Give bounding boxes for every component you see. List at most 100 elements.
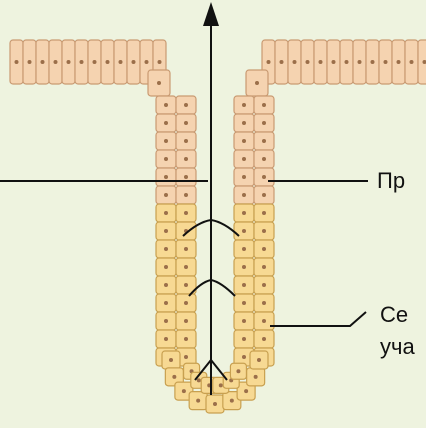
cell-nucleus (219, 383, 223, 387)
cell-nucleus (242, 337, 246, 341)
cell-nucleus (184, 139, 188, 143)
cell-nucleus (262, 283, 266, 287)
cell-nucleus (184, 319, 188, 323)
lower-zone-label-line1: Се (380, 302, 408, 328)
cell-nucleus (184, 283, 188, 287)
cell-nucleus (242, 103, 246, 107)
cell-nucleus (242, 355, 246, 359)
gland-wall-right (234, 96, 274, 366)
cell-nucleus (213, 402, 217, 406)
cell-nucleus (242, 121, 246, 125)
cell-nucleus (164, 337, 168, 341)
cell-nucleus (242, 265, 246, 269)
cell-nucleus (93, 60, 97, 64)
cell-nucleus (262, 229, 266, 233)
cell-nucleus (319, 60, 323, 64)
cell-nucleus (67, 60, 71, 64)
cell-nucleus (157, 81, 161, 85)
cell-nucleus (184, 247, 188, 251)
cell-nucleus (242, 193, 246, 197)
lower-label-leader (270, 312, 366, 326)
cell-nucleus (242, 157, 246, 161)
cell-nucleus (262, 103, 266, 107)
cell-nucleus (184, 121, 188, 125)
cell-nucleus (345, 60, 349, 64)
cell-nucleus (184, 337, 188, 341)
cell-nucleus (164, 265, 168, 269)
gland-bottom-cells (162, 351, 268, 413)
lower-zone-label-line2: уча (380, 334, 415, 360)
cell-nucleus (164, 229, 168, 233)
cell-nucleus (262, 157, 266, 161)
cell-nucleus (164, 175, 168, 179)
surface-epithelium-left (10, 40, 170, 96)
cell-nucleus (184, 355, 188, 359)
cell-nucleus (242, 247, 246, 251)
cell-nucleus (257, 358, 261, 362)
cell-nucleus (184, 211, 188, 215)
cell-nucleus (262, 193, 266, 197)
cell-nucleus (262, 121, 266, 125)
cell-nucleus (184, 193, 188, 197)
cell-nucleus (158, 60, 162, 64)
cell-nucleus (242, 211, 246, 215)
cell-nucleus (280, 60, 284, 64)
cell-nucleus (371, 60, 375, 64)
cell-nucleus (54, 60, 58, 64)
cell-nucleus (262, 319, 266, 323)
cell-nucleus (184, 103, 188, 107)
cell-nucleus (164, 211, 168, 215)
cell-nucleus (164, 103, 168, 107)
cell-nucleus (242, 229, 246, 233)
cell-nucleus (306, 60, 310, 64)
cell-nucleus (244, 389, 248, 393)
cell-nucleus (164, 283, 168, 287)
cell-nucleus (172, 375, 176, 379)
cell-nucleus (184, 301, 188, 305)
cell-nucleus (41, 60, 45, 64)
cell-nucleus (242, 319, 246, 323)
cell-nucleus (164, 319, 168, 323)
cell-nucleus (106, 60, 110, 64)
cell-nucleus (262, 175, 266, 179)
arrow-head-icon (203, 2, 219, 26)
upper-zone-label: Пр (377, 168, 405, 194)
cell-nucleus (164, 139, 168, 143)
cell-nucleus (184, 175, 188, 179)
cell-nucleus (197, 378, 201, 382)
cell-nucleus (384, 60, 388, 64)
cell-nucleus (262, 265, 266, 269)
cell-nucleus (182, 389, 186, 393)
cell-nucleus (262, 211, 266, 215)
cell-nucleus (236, 369, 240, 373)
cell-nucleus (358, 60, 362, 64)
cell-nucleus (332, 60, 336, 64)
cell-nucleus (164, 301, 168, 305)
cell-nucleus (132, 60, 136, 64)
cell-nucleus (164, 121, 168, 125)
cell-nucleus (164, 193, 168, 197)
cell-nucleus (242, 139, 246, 143)
cell-nucleus (293, 60, 297, 64)
cell-nucleus (196, 399, 200, 403)
cell-nucleus (255, 81, 259, 85)
cell-nucleus (230, 399, 234, 403)
cell-nucleus (410, 60, 414, 64)
cell-nucleus (267, 60, 271, 64)
cell-nucleus (262, 139, 266, 143)
cell-nucleus (164, 247, 168, 251)
cell-nucleus (169, 358, 173, 362)
cell-nucleus (15, 60, 19, 64)
cell-nucleus (262, 247, 266, 251)
cell-nucleus (262, 301, 266, 305)
cell-nucleus (254, 375, 258, 379)
cell-nucleus (397, 60, 401, 64)
cell-nucleus (28, 60, 32, 64)
cell-nucleus (242, 301, 246, 305)
cell-nucleus (184, 157, 188, 161)
cell-nucleus (262, 337, 266, 341)
cell-nucleus (145, 60, 149, 64)
cell-nucleus (242, 175, 246, 179)
